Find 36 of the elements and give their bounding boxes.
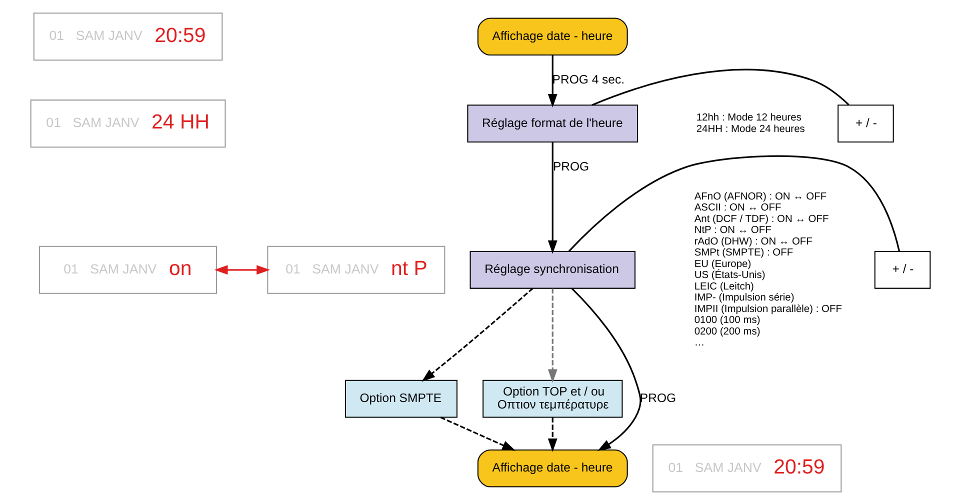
connector xyxy=(568,154,900,252)
node-box: + / - xyxy=(837,104,894,142)
node-label: … xyxy=(694,337,704,348)
arrow xyxy=(547,142,557,254)
node-label: EU (Europe) xyxy=(694,258,751,270)
node-label: NtP : ON ↔ OFF xyxy=(694,224,771,236)
node-box: Option TOP et / ou Οπτιον τεμπέρατυρε xyxy=(482,379,622,418)
node-box: Réglage format de l'heure xyxy=(466,104,638,142)
arrow xyxy=(547,417,557,452)
arrow xyxy=(421,287,533,382)
node-label: SMPt (SMPTE) : OFF xyxy=(694,247,793,258)
node-label: 24HH : Mode 24 heures xyxy=(696,123,804,134)
node-label: Ant (DCF / TDF) : ON ↔ OFF xyxy=(694,213,828,224)
arrow xyxy=(547,54,557,107)
node-box: Affichage date - heure xyxy=(476,17,628,56)
node-box: Affichage date - heure xyxy=(476,448,628,487)
node-label: 12hh : Mode 12 heures xyxy=(696,112,801,124)
edge-label: PROG xyxy=(552,158,589,173)
node-label: ASCII : ON ↔ OFF xyxy=(694,202,781,214)
node-label: 0200 (200 ms) xyxy=(694,326,760,337)
arrow xyxy=(214,264,270,274)
node-label: IMP- (Impulsion série) xyxy=(694,292,794,304)
edge-label: PROG xyxy=(639,390,676,404)
node-label: AFnO (AFNOR) : ON ↔ OFF xyxy=(694,190,826,202)
node-label: US (États-Unis) xyxy=(694,270,765,281)
arrow xyxy=(547,288,557,382)
connector xyxy=(591,68,849,106)
arrow xyxy=(440,416,516,450)
node-label: 0100 (100 ms) xyxy=(694,314,760,326)
node-label: LEIC (Leitch) xyxy=(694,280,754,292)
node-label: rAdO (DHW) : ON ↔ OFF xyxy=(694,236,812,247)
node-box: Réglage synchronisation xyxy=(469,250,635,288)
arrow xyxy=(570,287,641,451)
node-label: IMPII (Impulsion parallèle) : OFF xyxy=(694,303,842,314)
node-box: Option SMPTE xyxy=(344,379,457,418)
node-box: + / - xyxy=(874,250,930,288)
